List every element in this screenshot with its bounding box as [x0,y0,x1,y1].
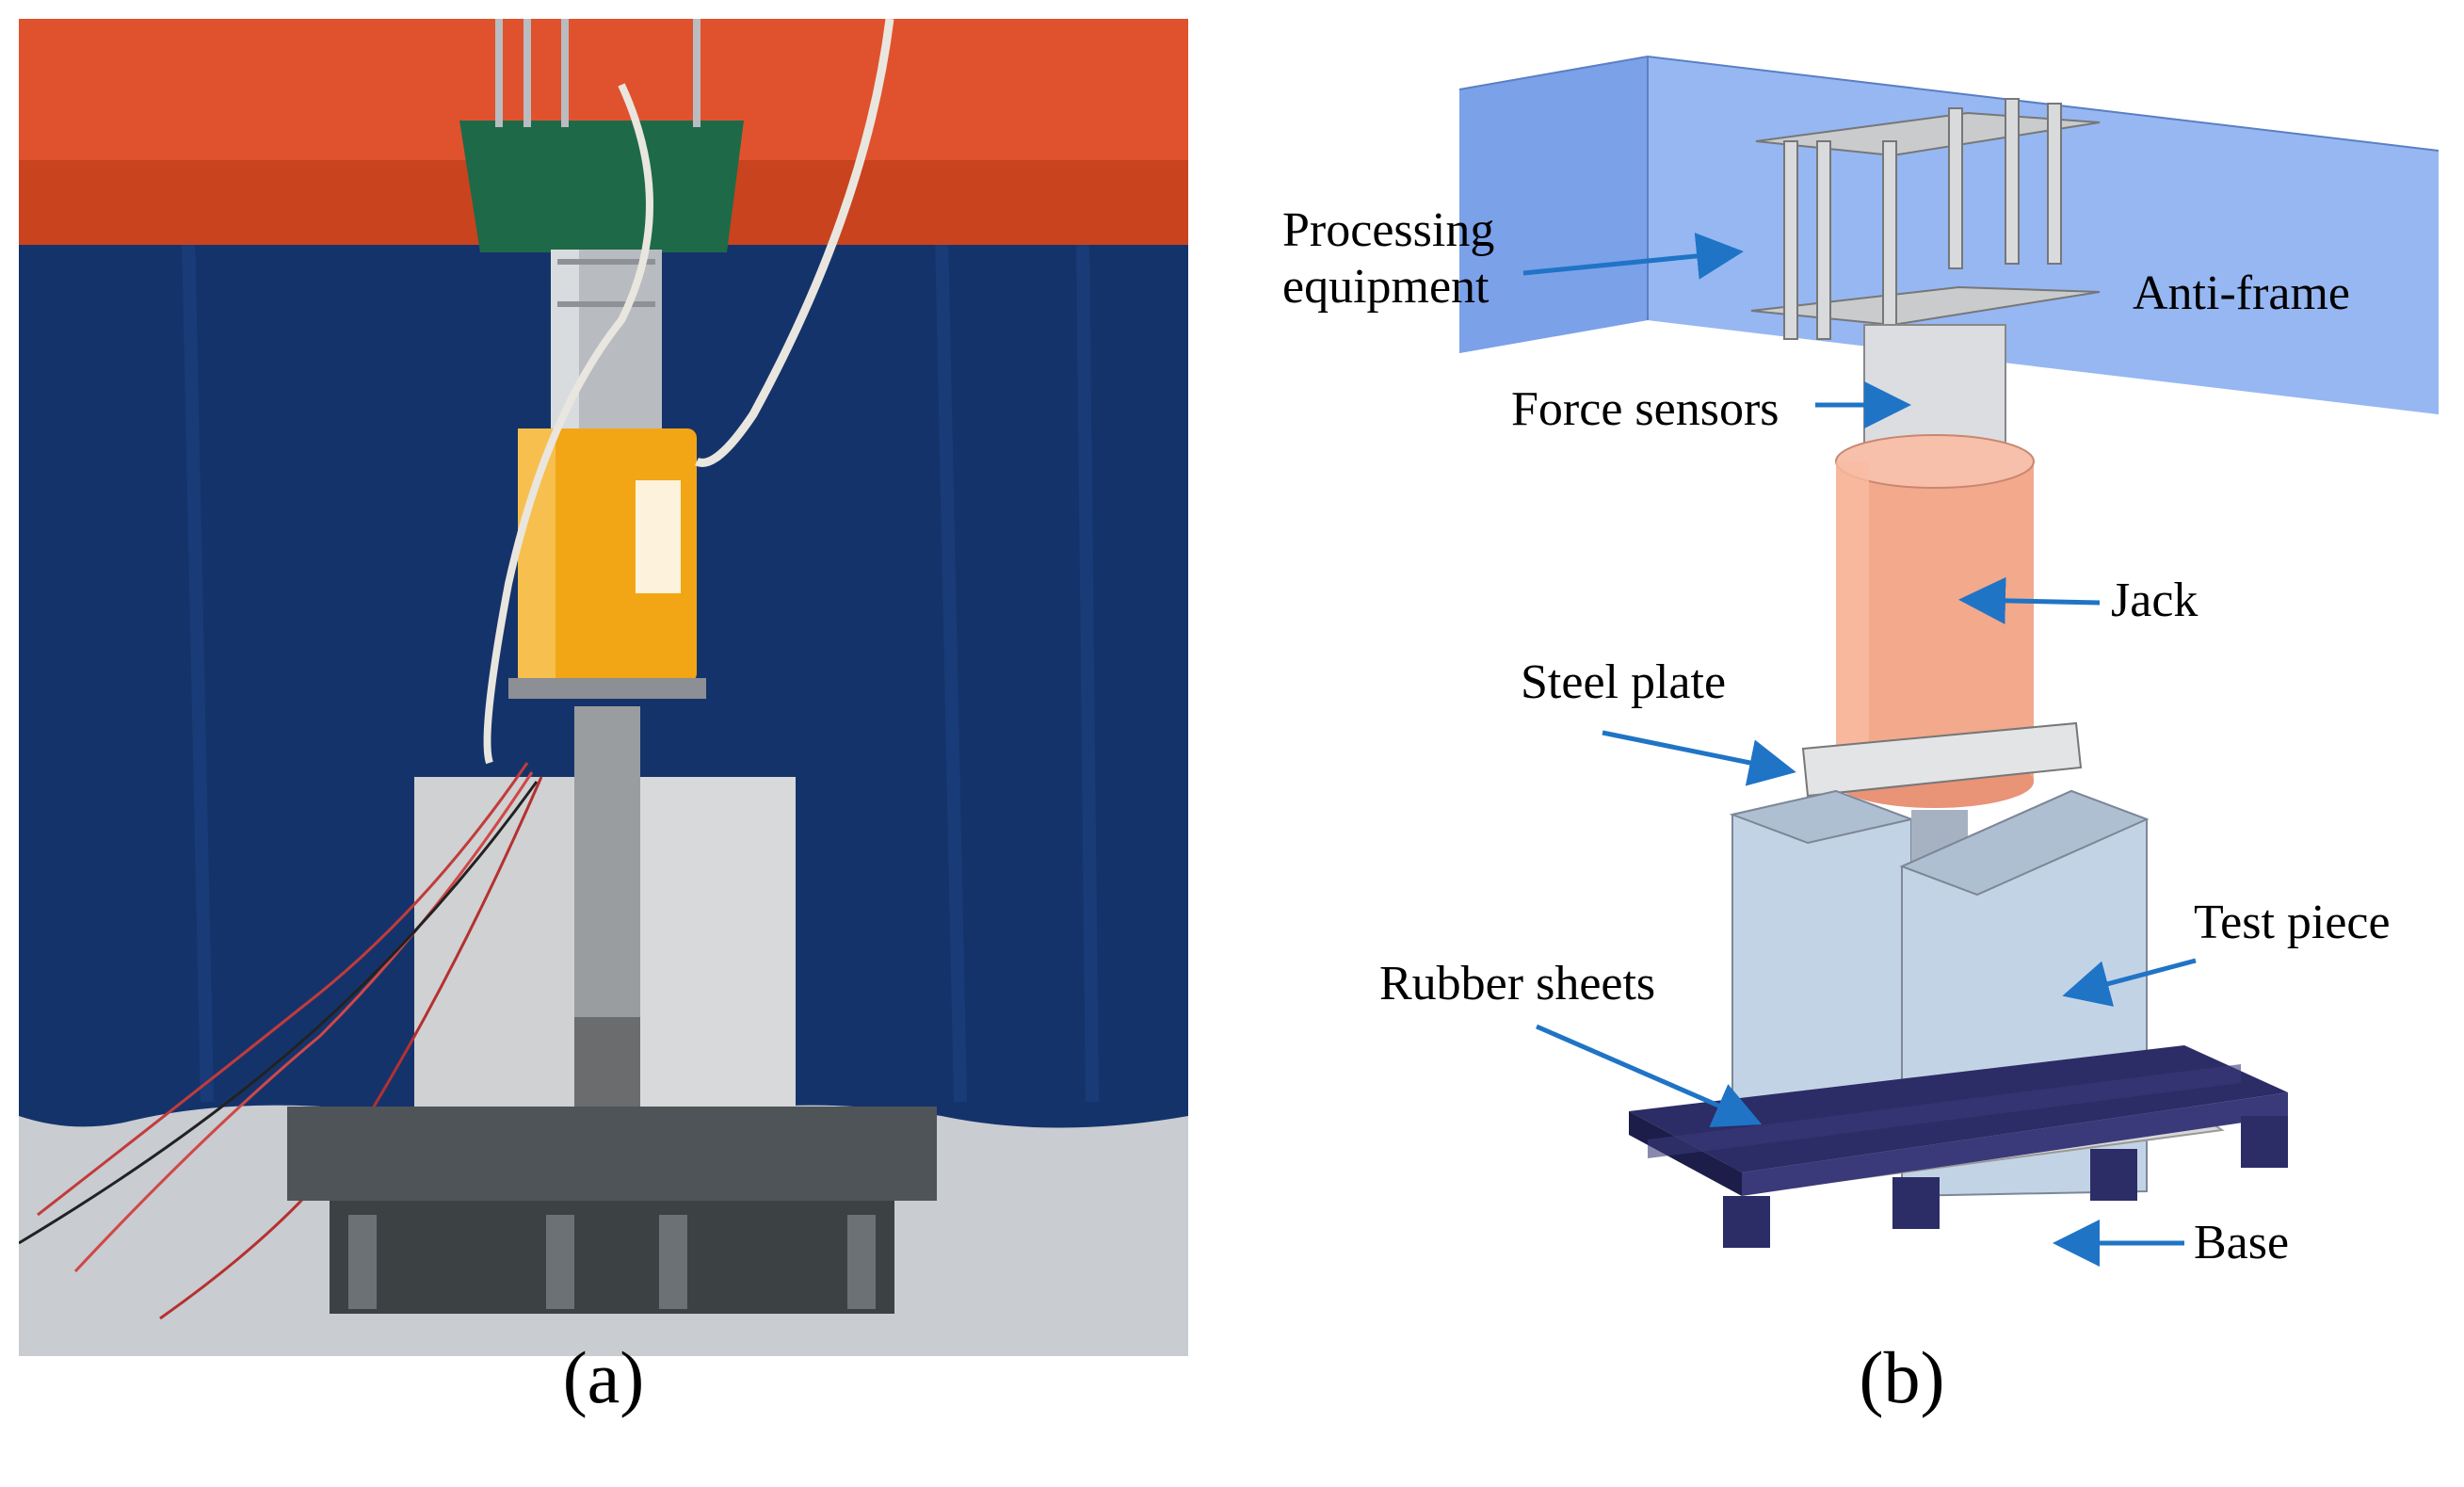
schematic-drawing [1458,55,2440,1267]
photo-panel-a [19,19,1188,1356]
green-plate [459,121,744,252]
specimen-right-block [640,777,796,1130]
label-test-piece: Test piece [2194,896,2391,949]
label-processing-equipment: Processing equipment [1282,202,1494,315]
base-frame [1629,1045,2288,1248]
caption-b: (b) [1859,1336,1945,1418]
caption-a: (a) [562,1336,645,1418]
pointer-arrows [1522,233,2197,1267]
label-steel-plate: Steel plate [1521,655,1727,709]
schematic-panel-b: Processing equipment Anti-frame Force se… [1252,0,2464,1375]
steel-base [287,1107,937,1201]
steel-plate-shape [1801,721,2083,798]
specimen-middle [574,706,640,1017]
rope [694,19,894,467]
label-rubber-sheets: Rubber sheets [1379,957,1656,1010]
label-force-sensors: Force sensors [1511,382,1780,436]
label-jack: Jack [2111,574,2198,627]
label-base: Base [2194,1216,2290,1269]
label-anti-frame: Anti-frame [2133,267,2351,320]
test-setup-photo [19,19,1188,1356]
label-processing-line2: equipment [1282,259,1490,314]
label-processing-line1: Processing [1282,203,1495,257]
processing-equipment [1750,98,2101,340]
